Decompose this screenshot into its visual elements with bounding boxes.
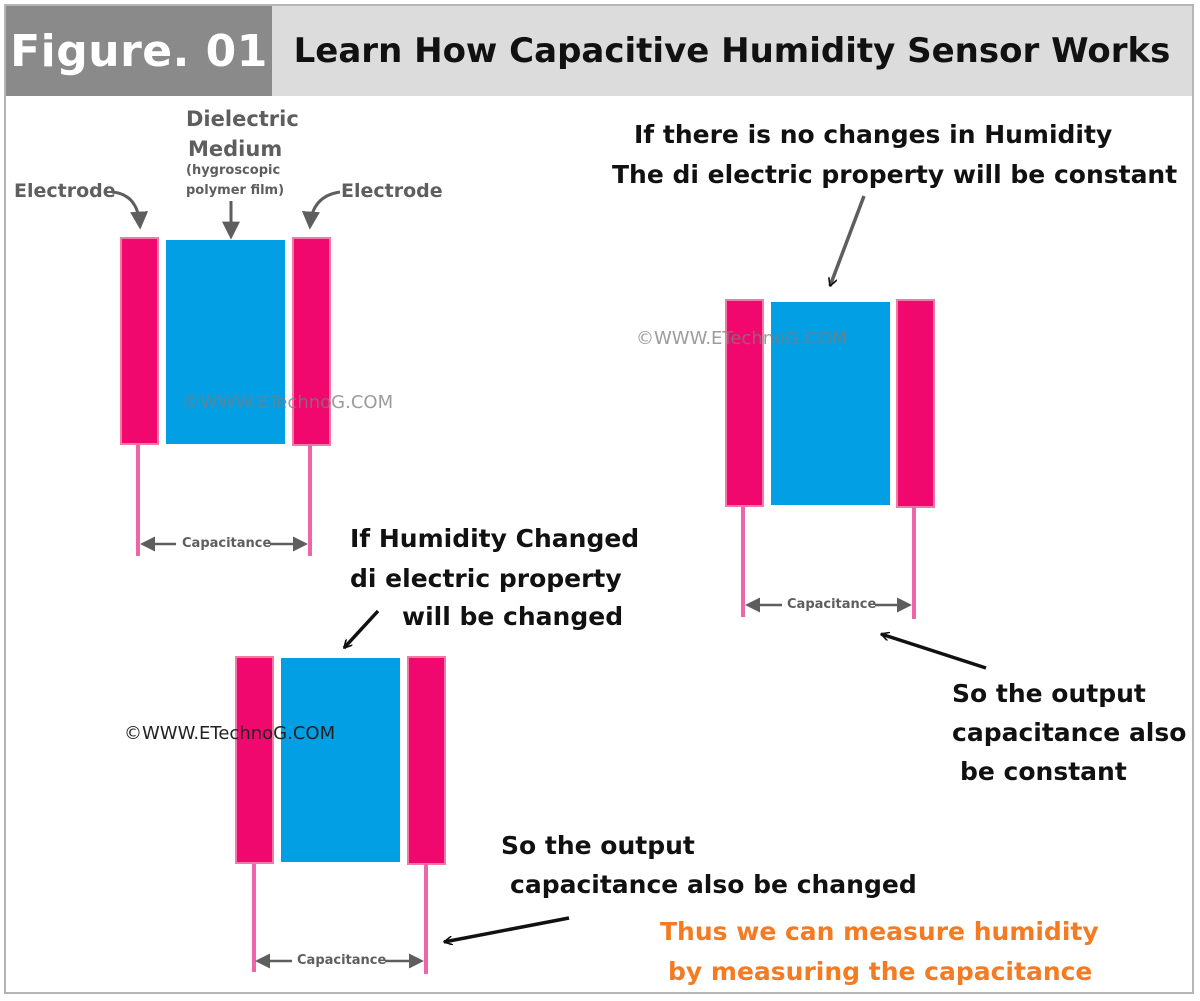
no-change-pointer — [830, 195, 866, 286]
changed-note-line1: If Humidity Changed — [350, 524, 640, 553]
output-constant-line3: be constant — [960, 757, 1127, 786]
sensor-3 — [235, 609, 570, 974]
electrode-left-pointer-1 — [111, 190, 149, 230]
electrode-right-3 — [407, 656, 446, 865]
electrode-left-1 — [120, 237, 159, 445]
output-constant-line2: capacitance also — [952, 718, 1187, 747]
output-constant-line1: So the output — [952, 679, 1146, 708]
output-constant-pointer — [881, 634, 987, 670]
no-change-note-line2: The di electric property will be constan… — [612, 160, 1178, 189]
dielectric-sublabel-2: polymer film) — [186, 183, 285, 198]
watermark-1: ©WWW.ETechnoG.COM — [182, 392, 394, 413]
capacitance-label-3: Capacitance — [297, 953, 387, 968]
figure-number: Figure. 01 — [10, 25, 268, 77]
electrode-left-label: Electrode — [14, 180, 116, 202]
electrode-left-3 — [235, 656, 274, 864]
changed-note-line2: di electric property — [350, 564, 622, 593]
dielectric-sublabel-1: (hygroscopic — [186, 163, 281, 178]
watermark-2: ©WWW.ETechnoG.COM — [636, 328, 848, 349]
figure-number-banner: Figure. 01 — [6, 6, 272, 96]
output-changed-pointer — [444, 916, 570, 942]
page-title: Learn How Capacitive Humidity Sensor Wor… — [293, 31, 1171, 71]
title-banner: Learn How Capacitive Humidity Sensor Wor… — [272, 6, 1192, 96]
electrode-right-2 — [896, 299, 935, 508]
capacitance-label-2: Capacitance — [787, 597, 877, 612]
electrode-right-1 — [292, 237, 331, 446]
dielectric-label: Dielectric — [186, 107, 299, 131]
dielectric-1 — [166, 240, 285, 444]
capacitance-label-1: Capacitance — [182, 536, 272, 551]
changed-pointer — [342, 609, 380, 648]
no-change-note-line1: If there is no changes in Humidity — [634, 120, 1113, 149]
figure-frame — [4, 4, 1194, 994]
dielectric-3 — [281, 658, 400, 862]
conclusion-line2: by measuring the capacitance — [668, 957, 1093, 986]
electrode-right-pointer-1 — [301, 190, 341, 230]
electrode-right-label: Electrode — [341, 180, 443, 202]
electrode-left-2 — [725, 299, 764, 507]
conclusion-line1: Thus we can measure humidity — [660, 917, 1099, 946]
sensor-1 — [111, 190, 341, 556]
output-changed-line2: capacitance also be changed — [510, 870, 917, 899]
changed-note-line3: will be changed — [402, 602, 624, 631]
output-changed-line1: So the output — [501, 831, 695, 860]
dielectric-medium-label: Medium — [188, 137, 283, 161]
watermark-3: ©WWW.ETechnoG.COM — [124, 723, 336, 744]
dielectric-2 — [771, 302, 890, 505]
sensor-2 — [725, 195, 987, 670]
